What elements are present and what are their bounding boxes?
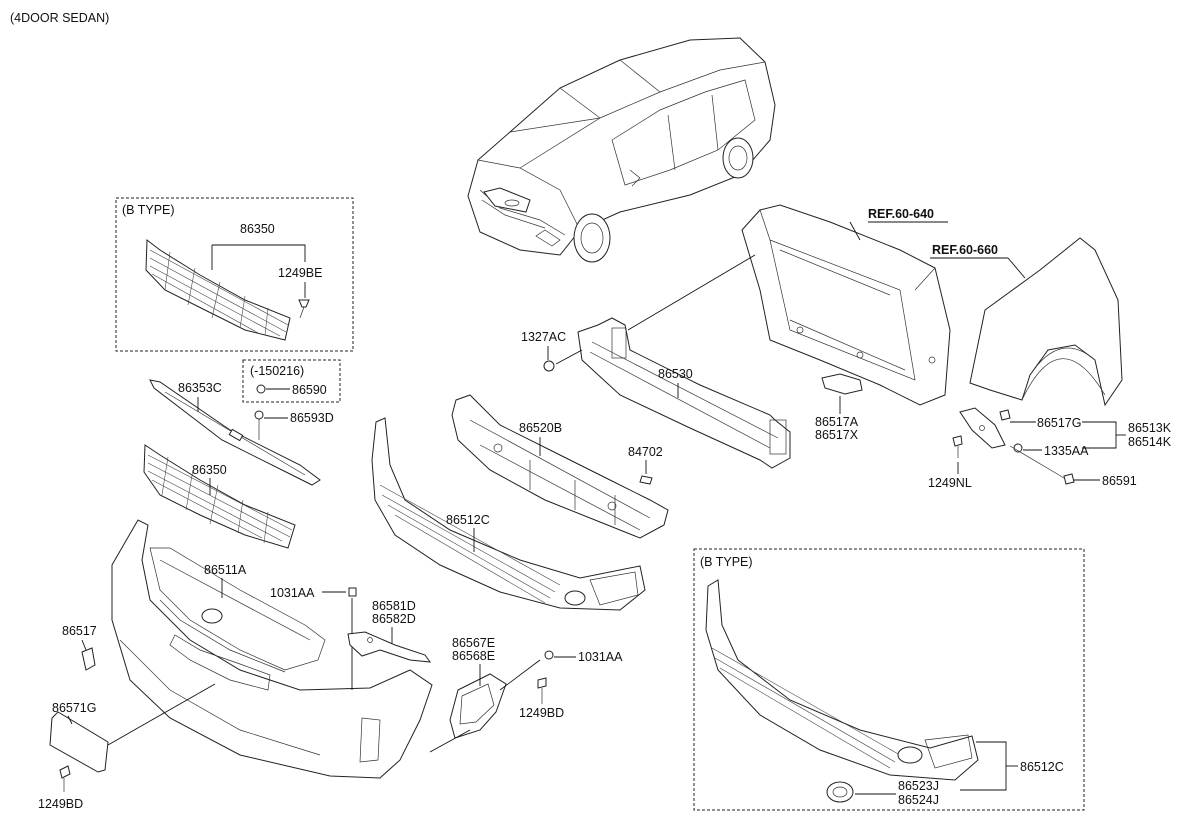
b-type-lower-label: (B TYPE) <box>700 555 753 569</box>
absorber-86520B <box>451 394 669 539</box>
label-1031AA-left: 1031AA <box>270 586 315 600</box>
grille-b-type <box>145 239 291 341</box>
ref-60-640-label: REF.60-640 <box>868 207 934 221</box>
label-1249BD-right: 1249BD <box>519 706 564 720</box>
label-1327AC: 1327AC <box>521 330 566 344</box>
label-86512C-right: 86512C <box>1020 760 1064 774</box>
screw-1249BE <box>298 299 310 308</box>
lower-grille-b-type <box>705 579 979 781</box>
bracket-86581D <box>347 631 432 663</box>
leader-ref-60-640 <box>849 221 861 241</box>
clip-84702 <box>639 475 653 485</box>
fog-lamp-86523J <box>826 781 854 803</box>
nut-1327AC <box>543 360 555 372</box>
b-type-grille-label: (B TYPE) <box>122 203 175 217</box>
leader-ref-60-660 <box>1007 257 1026 279</box>
label-86567E: 86567E <box>452 636 495 650</box>
label-86568E: 86568E <box>452 649 495 663</box>
label-86512C-mid: 86512C <box>446 513 490 527</box>
label-86517G: 86517G <box>1037 416 1081 430</box>
ref-60-660-label: REF.60-660 <box>932 243 998 257</box>
car-illustration <box>467 37 776 263</box>
fender <box>969 237 1123 407</box>
label-86517: 86517 <box>62 624 97 638</box>
leader-86350-top <box>211 244 306 270</box>
label-86524J: 86524J <box>898 793 939 807</box>
label-86353C: 86353C <box>178 381 222 395</box>
label-86591: 86591 <box>1102 474 1137 488</box>
screw-1249NL <box>952 435 963 447</box>
label-86523J: 86523J <box>898 779 939 793</box>
b-type-lower-box <box>693 548 1085 811</box>
label-86581D: 86581D <box>372 599 416 613</box>
label-86517A: 86517A <box>815 415 859 429</box>
screw-86591 <box>1063 473 1075 485</box>
label-86517X: 86517X <box>815 428 859 442</box>
label-86520B: 86520B <box>519 421 562 435</box>
lower-grille-86512C <box>371 417 646 611</box>
label-1335AA: 1335AA <box>1044 444 1089 458</box>
molding-86353C <box>149 379 321 486</box>
label-1249BE: 1249BE <box>278 266 322 280</box>
label-86514K: 86514K <box>1128 435 1172 449</box>
side-bracket-86513K <box>959 407 1006 449</box>
clip-86590 <box>256 384 266 394</box>
clip-1031AA-right <box>544 650 554 660</box>
option-date-label: (-150216) <box>250 364 304 378</box>
option-date-box <box>242 359 341 403</box>
label-86513K: 86513K <box>1128 421 1172 435</box>
plate-bracket-86571G <box>49 711 109 773</box>
clip-86593D <box>254 410 264 420</box>
cover-86517 <box>81 647 96 671</box>
label-86590: 86590 <box>292 383 327 397</box>
screw-1249BD-right <box>537 677 547 689</box>
label-86350-top: 86350 <box>240 222 275 236</box>
grille-86350 <box>143 444 296 549</box>
diagram-title: (4DOOR SEDAN) <box>10 11 109 25</box>
label-1249BD-left: 1249BD <box>38 797 83 811</box>
bracket-86517A <box>821 373 863 395</box>
label-86571G: 86571G <box>52 701 96 715</box>
leader-beam-support <box>627 254 756 331</box>
label-86593D: 86593D <box>290 411 334 425</box>
clip-86517G <box>999 409 1011 421</box>
label-86530: 86530 <box>658 367 693 381</box>
screw-1249BD-left <box>59 765 71 779</box>
label-1031AA-right: 1031AA <box>578 650 623 664</box>
label-1249NL: 1249NL <box>928 476 972 490</box>
front-bumper-cover <box>111 519 433 779</box>
label-86582D: 86582D <box>372 612 416 626</box>
cover-86567E <box>449 673 507 739</box>
label-86511A: 86511A <box>204 563 247 577</box>
clip-1031AA-left <box>348 587 357 597</box>
label-84702: 84702 <box>628 445 663 459</box>
bumper-beam-86530 <box>577 317 791 469</box>
label-86350-mid: 86350 <box>192 463 227 477</box>
radiator-support <box>741 204 951 406</box>
